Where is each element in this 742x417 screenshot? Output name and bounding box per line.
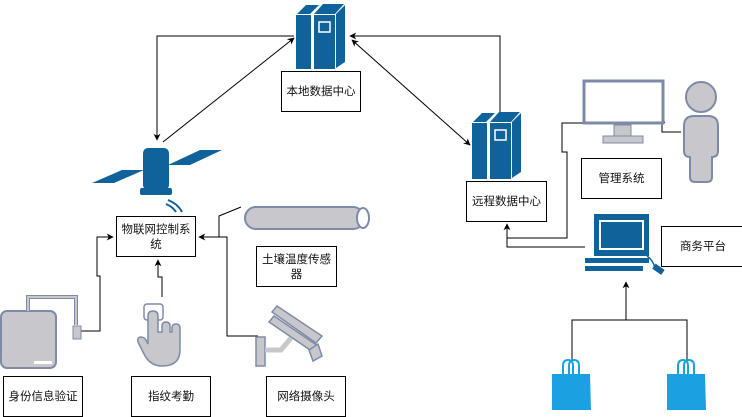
remote-data-center-label[interactable]: 远程数据中心 — [466, 181, 547, 222]
card-reader-icon — [0, 295, 82, 369]
camera-label[interactable]: 网络摄像头 — [266, 376, 346, 417]
server-icon — [296, 4, 345, 69]
server-icon — [472, 112, 521, 179]
edge-local-to-satellite — [153, 35, 294, 141]
edge-camera-to-iot — [198, 233, 258, 337]
connectors — [80, 32, 688, 362]
edge-sensor-link — [218, 206, 242, 237]
business-platform-label[interactable]: 商务平台 — [661, 226, 742, 267]
edge-local-remote — [351, 39, 471, 146]
edge-bags-merge — [571, 319, 688, 362]
edge-card-to-iot — [80, 233, 114, 332]
camera-icon — [255, 305, 324, 367]
shopping-bag-icon — [667, 358, 706, 410]
edge-person-to-monitor — [658, 116, 681, 133]
management-system-label[interactable]: 管理系统 — [581, 158, 662, 199]
edge-remote-to-local — [349, 32, 501, 112]
computer-icon — [585, 214, 665, 275]
iot-control-label[interactable]: 物联网控制系统 — [116, 216, 196, 257]
sensor-pipe-icon — [244, 206, 370, 230]
shopping-bag-icon — [552, 358, 591, 410]
edge-satellite-to-local — [162, 37, 295, 143]
satellite-icon — [92, 148, 222, 213]
user-icon — [683, 81, 719, 183]
monitor-icon — [582, 79, 665, 144]
id-verify-label[interactable]: 身份信息验证 — [3, 376, 83, 417]
soil-sensor-label[interactable]: 土壤温度传感器 — [256, 246, 337, 287]
fingerprint-label[interactable]: 指纹考勤 — [131, 376, 211, 417]
local-data-center-label[interactable]: 本地数据中心 — [281, 71, 361, 112]
edge-monitor-to-remote — [507, 122, 583, 239]
edge-finger-to-iot — [154, 259, 163, 297]
edge-computer-to-remote — [503, 223, 585, 248]
fingerprint-icon — [137, 303, 181, 367]
